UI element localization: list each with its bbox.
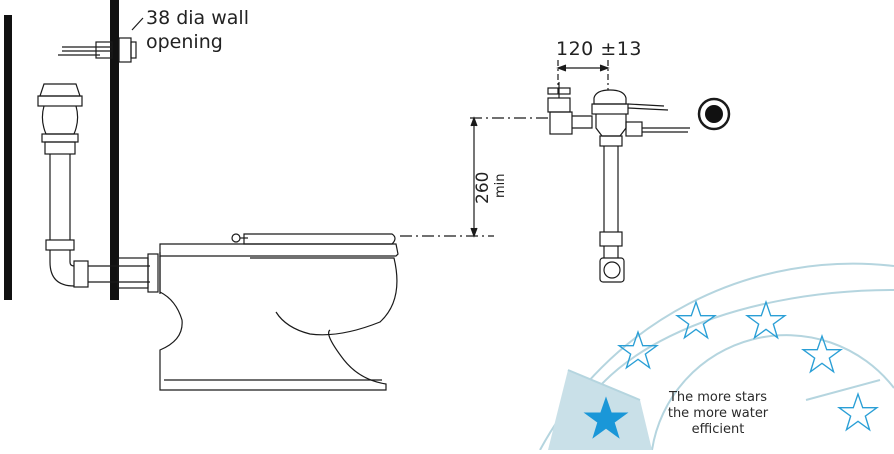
wall-opening-label: 38 dia wall opening	[146, 6, 249, 54]
star-icon	[675, 299, 717, 340]
filled-segment	[548, 370, 652, 450]
spacing-dimension-label: 120 ±13	[556, 38, 642, 60]
height-dimension-lines	[400, 117, 548, 237]
star-icon	[801, 333, 843, 374]
height-dimension-label: 260 min	[473, 171, 510, 204]
flush-valve-left	[37, 83, 161, 294]
star-icon	[617, 329, 659, 370]
filled-star-icon	[583, 396, 629, 439]
star-icon	[745, 299, 787, 340]
spacing-tolerance: ±13	[600, 38, 642, 60]
height-unit: min	[493, 173, 508, 198]
left-wall	[4, 15, 12, 300]
wall-opening-line-2: opening	[146, 31, 223, 53]
flush-valve-front	[547, 82, 690, 283]
wall-opening-line-1: 38 dia wall	[146, 7, 249, 29]
push-button	[697, 97, 731, 131]
toilet-bowl	[159, 233, 399, 391]
height-arrow	[470, 116, 478, 238]
height-value: 260	[473, 171, 493, 204]
water-rating-badge	[539, 262, 894, 451]
spacing-value: 120	[556, 38, 601, 60]
pipe-wall	[110, 0, 119, 300]
star-icon	[837, 391, 879, 432]
wall-opening-pipe	[58, 17, 144, 63]
spacing-dimension	[556, 60, 610, 96]
rating-badge-text: The more stars the more water efficient	[667, 390, 769, 437]
